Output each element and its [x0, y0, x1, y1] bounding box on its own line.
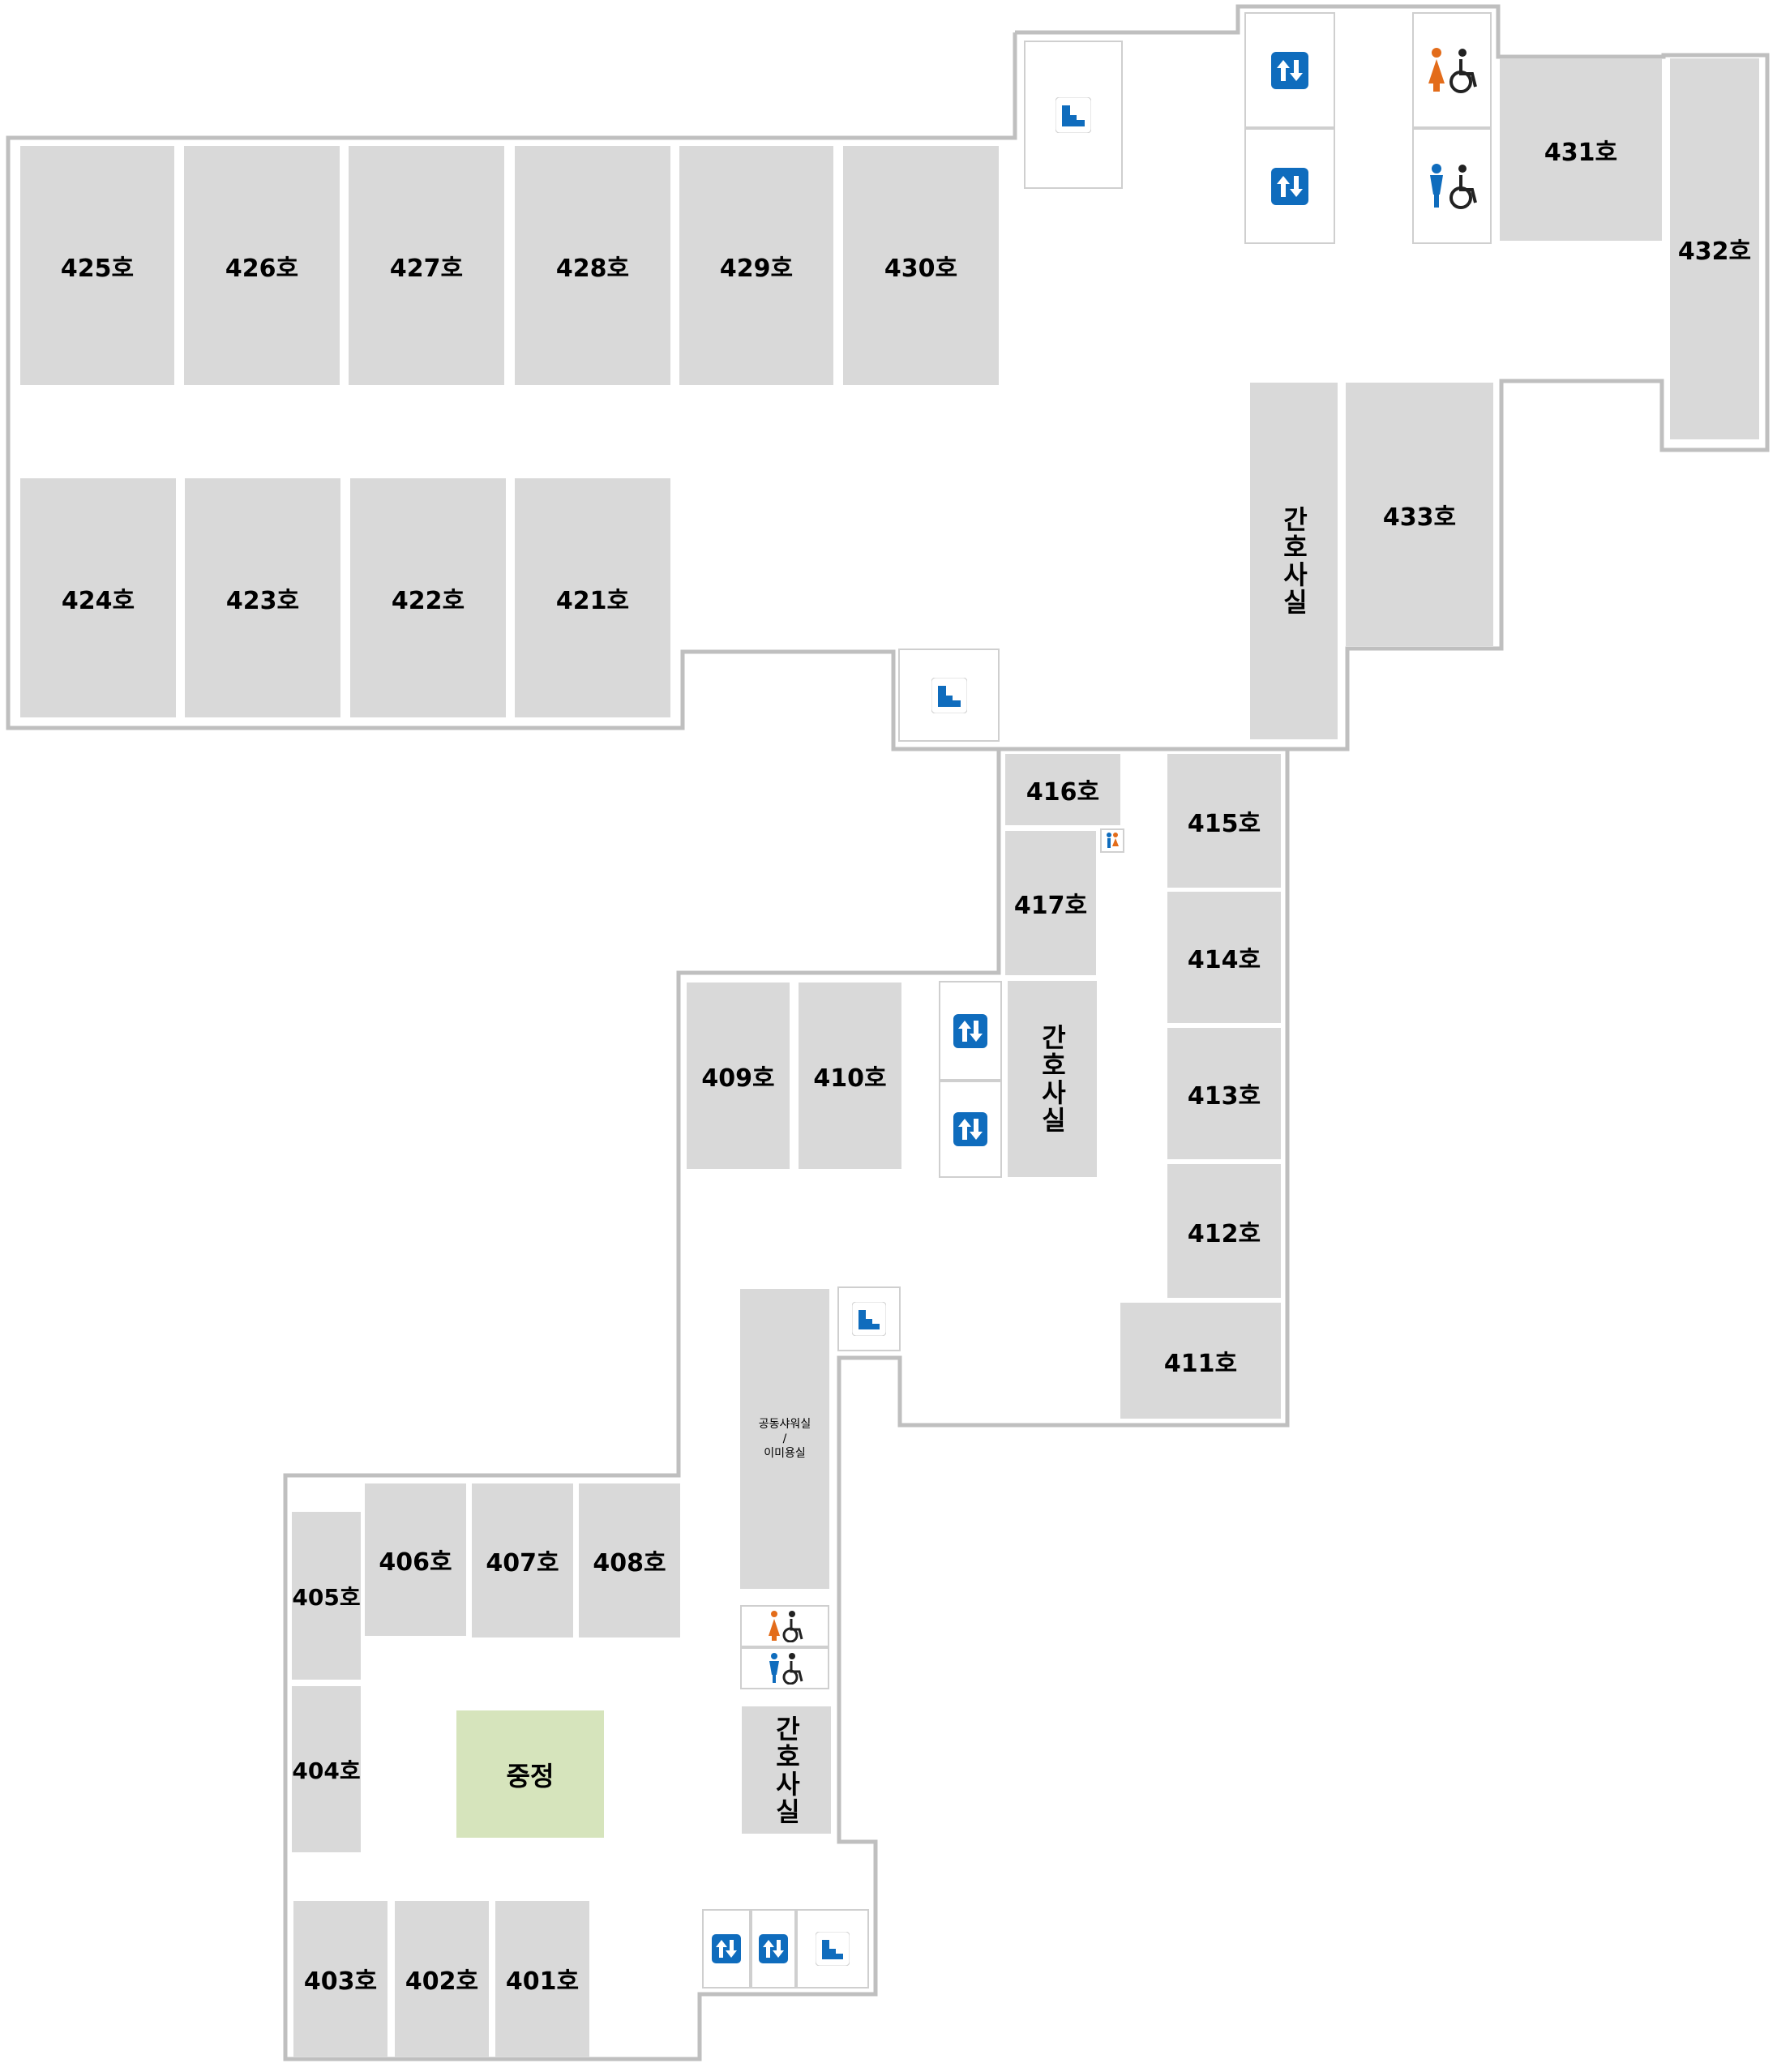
room-401[interactable]: 401호 — [495, 1901, 589, 2057]
stairs-icon — [816, 1932, 850, 1966]
nurse-station-center[interactable]: 간호사실 — [1008, 981, 1097, 1177]
courtyard[interactable]: 중정 — [456, 1710, 604, 1838]
nurse-station-north[interactable]: 간호사실 — [1250, 383, 1338, 739]
room-422[interactable]: 422호 — [350, 478, 506, 717]
room-416[interactable]: 416호 — [1005, 754, 1120, 825]
restroom-male-north[interactable] — [1412, 128, 1492, 244]
female-accessible-restroom-icon — [1424, 46, 1480, 95]
room-411[interactable]: 411호 — [1120, 1303, 1281, 1419]
elevator-south-2[interactable] — [751, 1909, 796, 1989]
restroom-male-south[interactable] — [740, 1647, 829, 1689]
room-407[interactable]: 407호 — [472, 1483, 573, 1637]
room-427[interactable]: 427호 — [349, 146, 504, 385]
room-432[interactable]: 432호 — [1670, 58, 1759, 439]
stairs-center-north[interactable] — [898, 649, 1000, 742]
room-417[interactable]: 417호 — [1005, 831, 1096, 975]
room-424[interactable]: 424호 — [20, 478, 176, 717]
room-402[interactable]: 402호 — [395, 1901, 489, 2057]
room-426[interactable]: 426호 — [184, 146, 340, 385]
room-414[interactable]: 414호 — [1167, 892, 1281, 1023]
stairs-icon — [852, 1302, 886, 1336]
room-410[interactable]: 410호 — [799, 982, 901, 1169]
stairs-center-south[interactable] — [837, 1286, 901, 1351]
room-409[interactable]: 409호 — [687, 982, 790, 1169]
room-408[interactable]: 408호 — [579, 1483, 680, 1637]
stairs-icon — [1055, 96, 1091, 133]
stairs-south[interactable] — [796, 1909, 869, 1989]
elevator-icon — [758, 1933, 789, 1964]
shower-room[interactable]: 공동샤워실 / 이미용실 — [740, 1289, 829, 1589]
stairs-icon — [931, 677, 967, 713]
male-accessible-restroom-icon — [1424, 162, 1480, 211]
elevator-center-2[interactable] — [939, 1081, 1002, 1178]
room-429[interactable]: 429호 — [679, 146, 833, 385]
room-433[interactable]: 433호 — [1346, 383, 1493, 646]
room-403[interactable]: 403호 — [293, 1901, 388, 2057]
female-accessible-restroom-icon — [764, 1610, 805, 1642]
nurse-station-label: 간호사실 — [771, 1715, 802, 1826]
room-421[interactable]: 421호 — [515, 478, 670, 717]
nurse-station-south[interactable]: 간호사실 — [742, 1706, 831, 1834]
elevator-icon — [711, 1933, 742, 1964]
room-406[interactable]: 406호 — [365, 1483, 466, 1636]
elevator-north-1[interactable] — [1244, 12, 1335, 128]
room-425[interactable]: 425호 — [20, 146, 174, 385]
nurse-station-label: 간호사실 — [1278, 506, 1309, 616]
restroom-icon — [1103, 832, 1121, 850]
restroom-small[interactable] — [1100, 828, 1124, 853]
room-415[interactable]: 415호 — [1167, 754, 1281, 888]
elevator-center-1[interactable] — [939, 981, 1002, 1081]
elevator-icon — [952, 1012, 989, 1050]
elevator-icon — [952, 1111, 989, 1148]
room-412[interactable]: 412호 — [1167, 1164, 1281, 1298]
room-423[interactable]: 423호 — [185, 478, 340, 717]
elevator-north-2[interactable] — [1244, 128, 1335, 244]
room-405[interactable]: 405호 — [292, 1512, 361, 1680]
male-accessible-restroom-icon — [764, 1652, 805, 1685]
restroom-female-south[interactable] — [740, 1605, 829, 1647]
elevator-icon — [1270, 50, 1310, 91]
room-428[interactable]: 428호 — [515, 146, 670, 385]
room-404[interactable]: 404호 — [292, 1686, 361, 1852]
room-430[interactable]: 430호 — [843, 146, 999, 385]
stairs-north[interactable] — [1024, 41, 1123, 189]
nurse-station-label: 간호사실 — [1037, 1024, 1068, 1134]
shower-room-label: 공동샤워실 / 이미용실 — [758, 1418, 811, 1460]
elevator-south-1[interactable] — [702, 1909, 751, 1989]
restroom-female-north[interactable] — [1412, 12, 1492, 128]
room-413[interactable]: 413호 — [1167, 1028, 1281, 1159]
elevator-icon — [1270, 166, 1310, 207]
room-431[interactable]: 431호 — [1500, 58, 1662, 241]
